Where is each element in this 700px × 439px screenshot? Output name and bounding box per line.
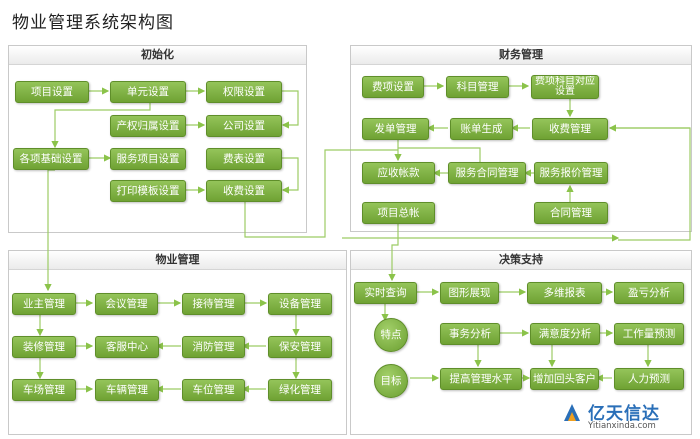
node-equipment-management: 设备管理 [268,293,332,315]
node-feature: 特点 [374,318,408,352]
watermark: 亿天信达 Yitianxinda.com [560,399,690,435]
node-customer-service-center: 客服中心 [95,336,159,358]
node-reception-management: 接待管理 [182,293,245,315]
node-service-quote-management: 服务报价管理 [534,162,608,184]
node-basic-setup: 各项基础设置 [13,148,89,170]
node-charge-setup: 收费设置 [206,180,282,202]
panel-init-title: 初始化 [9,46,306,65]
node-permission-setup: 权限设置 [206,81,282,103]
node-service-item-setup: 服务项目设置 [110,148,186,170]
page-title: 物业管理系统架构图 [12,13,174,33]
node-transaction-analysis: 事务分析 [440,323,500,345]
watermark-name: 亿天信达 [588,404,660,424]
node-manpower-forecast: 人力预测 [614,368,684,390]
panel-finance-title: 财务管理 [351,46,691,65]
node-account-management: 科目管理 [446,76,509,98]
node-service-contract-management: 服务合同管理 [448,162,526,184]
node-owner-management: 业主管理 [12,293,76,315]
node-accounts-receivable: 应收帐款 [362,162,435,184]
node-company-setup: 公司设置 [206,115,282,137]
node-ownership-setup: 产权归属设置 [110,115,186,137]
node-fee-account-mapping: 费项科目对应设置 [531,75,599,99]
node-unit-setup: 单元设置 [110,81,186,103]
node-meter-setup: 费表设置 [206,148,282,170]
node-renovation-management: 装修管理 [12,336,76,358]
node-security-management: 保安管理 [268,336,332,358]
node-satisfaction-analysis: 满意度分析 [530,323,600,345]
node-greening-management: 绿化管理 [268,379,332,401]
node-realtime-query: 实时查询 [354,282,417,304]
node-improve-management: 提高管理水平 [440,368,522,390]
node-increase-returning-customers: 增加回头客户 [530,368,599,390]
node-project-ledger: 项目总帐 [362,202,435,224]
node-multidim-report: 多维报表 [527,282,602,304]
node-fee-item-setup: 费项设置 [362,76,424,98]
node-goal: 目标 [374,364,408,398]
brand-logo-icon [564,404,580,421]
node-print-template-setup: 打印模板设置 [110,180,186,202]
node-project-setup: 项目设置 [15,81,89,103]
panel-property-title: 物业管理 [9,251,346,270]
panel-decision-title: 决策支持 [351,251,691,270]
node-meeting-management: 会议管理 [95,293,158,315]
node-contract-management: 合同管理 [534,202,608,224]
node-profit-loss-analysis: 盈亏分析 [614,282,684,304]
node-parking-lot-management: 车场管理 [12,379,76,401]
node-parking-space-management: 车位管理 [182,379,245,401]
node-workload-forecast: 工作量预测 [614,323,684,345]
node-fire-management: 消防管理 [182,336,245,358]
watermark-url: Yitianxinda.com [588,421,656,431]
node-vehicle-management: 车辆管理 [95,379,159,401]
node-charge-management: 收费管理 [532,118,608,140]
node-bill-issuing: 发单管理 [362,118,429,140]
node-graph-display: 图形展现 [440,282,499,304]
node-bill-generation: 账单生成 [450,118,513,140]
